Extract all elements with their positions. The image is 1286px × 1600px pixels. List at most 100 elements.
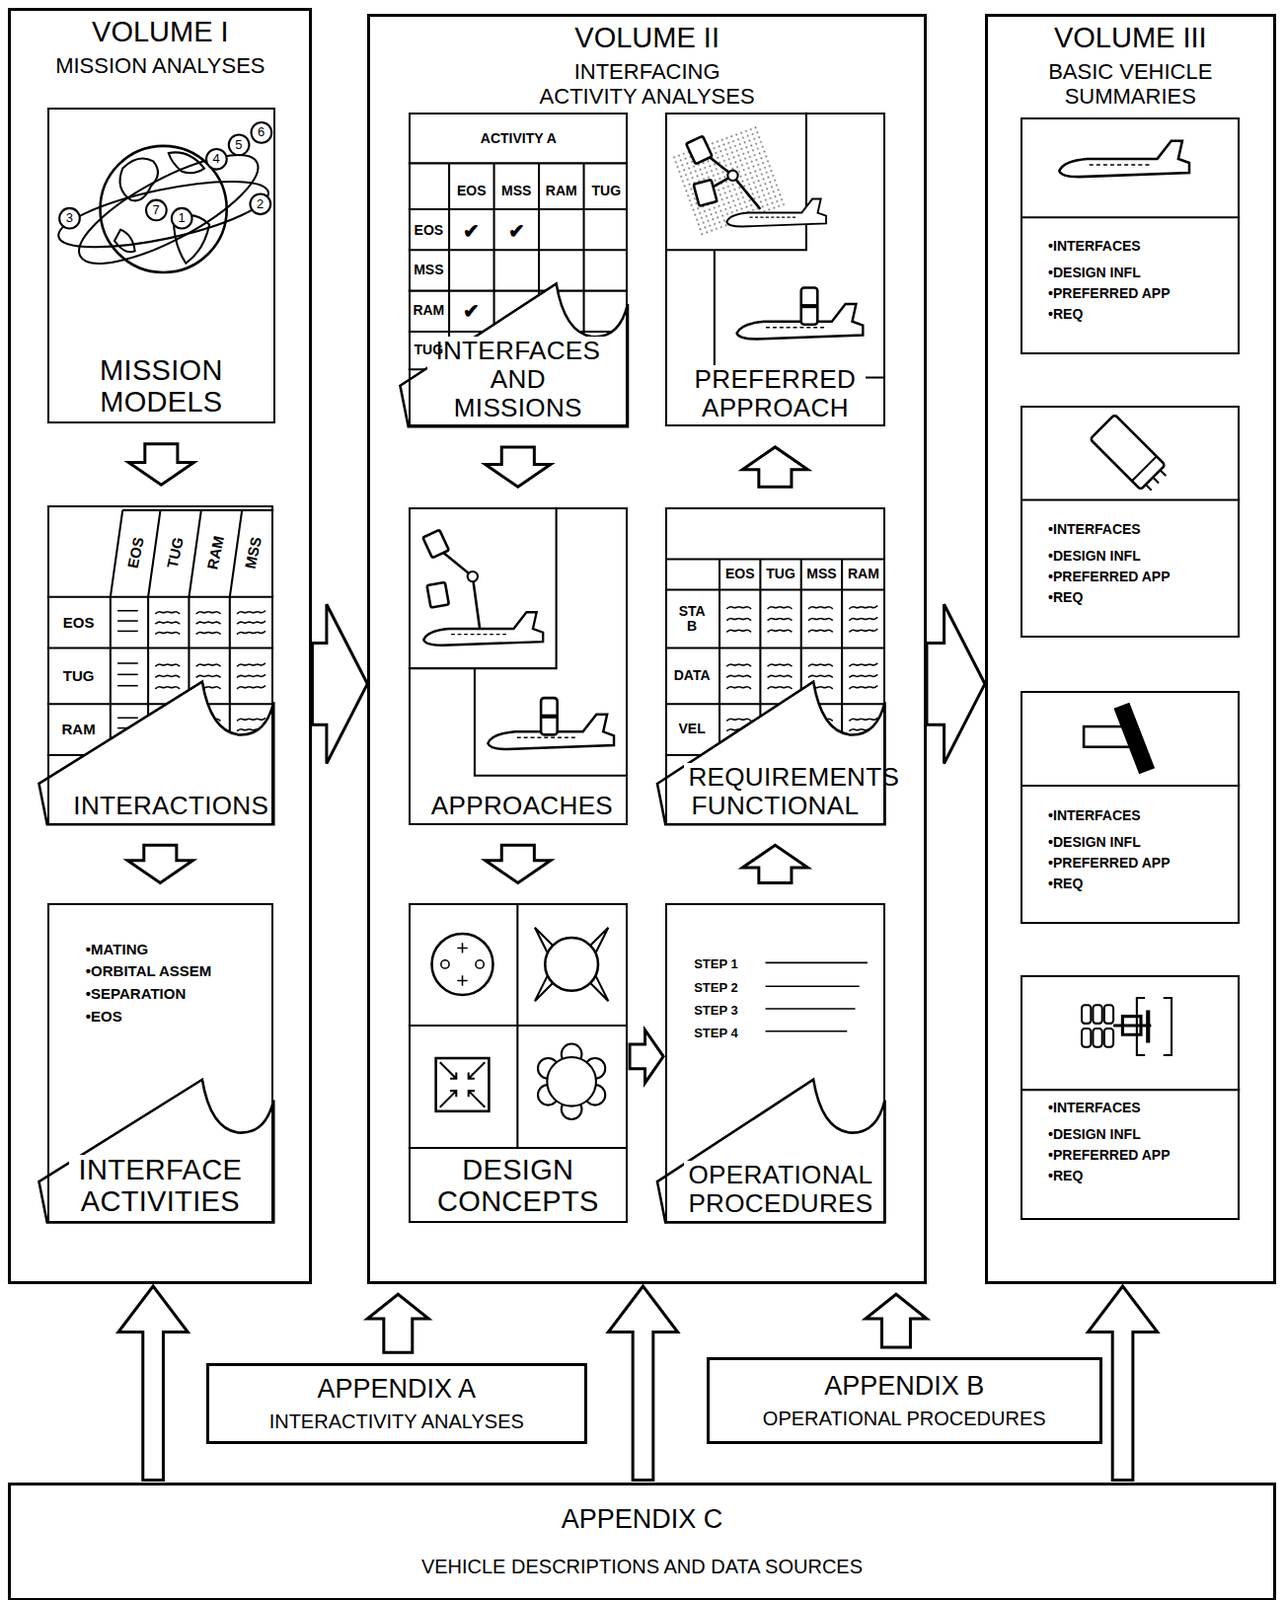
squiggle	[154, 675, 180, 678]
node-text: •PREFERRED APP	[1048, 283, 1170, 304]
table-label: RAM	[62, 721, 96, 739]
table-label: DATA	[674, 668, 711, 683]
squiggle	[117, 684, 139, 687]
table-label: ACTIVITY A	[480, 131, 557, 147]
vehicle-icons	[1145, 1009, 1150, 1043]
page-curl	[657, 681, 886, 826]
table-label: EOS	[456, 184, 487, 200]
node-text: •INTERFACES	[1048, 235, 1141, 257]
squiggle	[808, 617, 833, 620]
squiggle	[726, 617, 752, 620]
squiggle	[117, 674, 139, 677]
squiggle	[767, 664, 793, 667]
squiggle	[117, 609, 139, 612]
section-box: INTERACTIONS	[47, 505, 275, 826]
vehicle-box: •INTERFACES•DESIGN INFL•PREFERRED APP•RE…	[1020, 117, 1240, 355]
squiggle	[848, 628, 878, 632]
volume-panel: VOLUME I MISSION ANALYSES MISSION MODELS IN…	[7, 7, 312, 1285]
design-symbols	[432, 933, 494, 995]
node-text: INTERACTIVITY ANALYSES	[269, 1410, 525, 1433]
table-label: MSS	[806, 567, 836, 583]
design-symbols	[534, 927, 608, 1001]
vehicle-icons	[1092, 1028, 1102, 1048]
squiggle	[726, 675, 752, 678]
drawing	[540, 714, 558, 719]
squiggle	[117, 619, 139, 622]
squiggle	[808, 606, 833, 609]
globe	[100, 146, 227, 273]
table-label: MSS	[242, 535, 266, 571]
callout-number: 6	[257, 125, 265, 140]
vehicle-box: •INTERFACES•DESIGN INFL•PREFERRED APP•RE…	[1020, 405, 1240, 639]
vehicle-icons	[1090, 414, 1172, 496]
block-arrow	[742, 447, 808, 487]
node-text: APPROACHES	[427, 791, 609, 821]
callout-number: 5	[234, 138, 242, 152]
squiggle	[117, 630, 139, 633]
vehicle-icons	[1132, 455, 1171, 495]
drawing	[422, 529, 449, 558]
section-box: OPERATIONAL PROCEDURES	[665, 903, 885, 1223]
vehicle-icons	[1020, 217, 1240, 1090]
drawing	[727, 170, 738, 181]
design-symbols	[475, 960, 484, 969]
squiggle	[848, 616, 878, 620]
node-text: DESIGN CONCEPTS	[427, 1154, 609, 1218]
vehicle-icons	[1092, 1004, 1102, 1024]
squiggle	[236, 674, 266, 678]
table-label: RAM	[545, 184, 578, 200]
node-text: VOLUME I	[91, 16, 229, 49]
block-arrow	[742, 844, 808, 883]
block-arrow	[865, 1293, 927, 1348]
squiggle	[196, 621, 222, 624]
node-text: OPERATIONAL PROCEDURES	[683, 1160, 866, 1217]
table-label: RAM	[412, 303, 445, 319]
drawing	[467, 571, 478, 582]
section-box: MISSION MODELS	[47, 107, 277, 425]
squiggle	[196, 675, 222, 678]
squiggle	[767, 606, 793, 609]
section-box: DESIGN CONCEPTS	[408, 903, 628, 1223]
design-symbols	[408, 903, 628, 1148]
vehicle-icons	[1113, 1016, 1151, 1036]
node-text: •PREFERRED APP	[1048, 852, 1170, 874]
block-arrow	[485, 844, 551, 883]
volume-panel: VOLUME IIIBASIC VEHICLE SUMMARIES•INTERF…	[984, 13, 1277, 1284]
squiggle	[808, 675, 833, 678]
node-text: MISSION ANALYSES	[55, 54, 265, 78]
squiggle	[808, 664, 833, 667]
globe	[66, 135, 272, 284]
globe	[114, 229, 136, 253]
squiggle	[767, 617, 793, 620]
node-text: MISSION MODELS	[70, 355, 252, 419]
vehicle-box: •INTERFACES•DESIGN INFL•PREFERRED APP•RE…	[1020, 690, 1240, 924]
squiggle	[726, 629, 752, 632]
node-text: •INTERFACES	[1048, 519, 1141, 540]
node-text: •REQ	[1048, 1165, 1083, 1187]
squiggle	[767, 686, 793, 689]
squiggle	[154, 611, 180, 614]
node-text: INTERFACE ACTIVITIES	[69, 1154, 251, 1218]
table-label: TUG	[163, 535, 187, 570]
squiggle	[154, 686, 180, 689]
node-text: •DESIGN INFL	[1048, 545, 1141, 567]
globe	[59, 208, 80, 229]
squiggle	[196, 664, 222, 667]
callout-number: 7	[152, 203, 160, 218]
squiggle	[726, 606, 752, 609]
table-label: STA B	[676, 603, 708, 634]
squiggle	[765, 962, 868, 965]
globe	[171, 208, 193, 229]
appendix-box: APPENDIX BOPERATIONAL PROCEDURES	[706, 1357, 1103, 1444]
table-label: •SEPARATION	[85, 985, 186, 1003]
table-label: EOS	[124, 535, 148, 570]
squiggle	[117, 717, 139, 720]
squiggle	[236, 663, 266, 667]
appendix-box: APPENDIX CVEHICLE DESCRIPTIONS AND DATA …	[7, 1482, 1276, 1600]
page-curl	[399, 283, 628, 427]
node-text: PREFERRED APPROACH	[683, 365, 866, 422]
drawing	[540, 697, 558, 735]
design-symbols	[440, 1061, 485, 1107]
squiggle	[117, 662, 139, 665]
node-text: •REQ	[1048, 303, 1083, 325]
